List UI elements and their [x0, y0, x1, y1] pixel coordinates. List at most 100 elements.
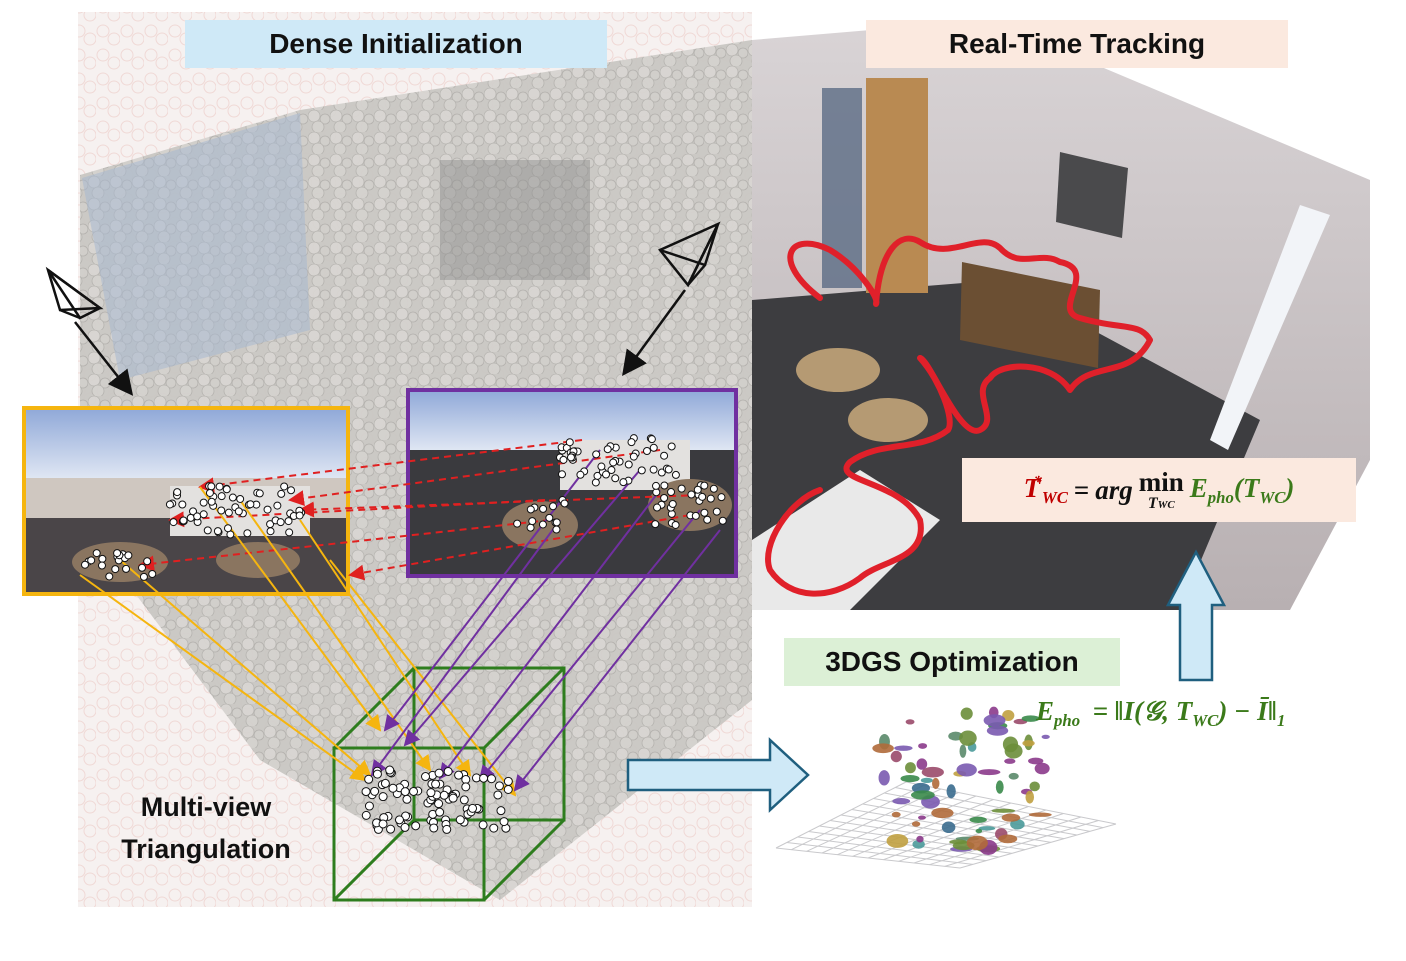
gaussian-ellipsoid [916, 758, 928, 770]
gaussian-ellipsoid [931, 807, 954, 819]
keypoint-dot [207, 497, 216, 506]
tracking-equation: T*WC = arg min TWC Epho(TWC) [962, 458, 1356, 522]
keypoint-dot [607, 466, 616, 475]
keypoint-dot [489, 823, 499, 833]
upward-arrow-icon [1165, 549, 1227, 682]
keypoint-dot [560, 499, 569, 508]
keypoint-dot [565, 438, 574, 447]
gaussian-ellipsoid [894, 745, 913, 751]
keypoint-dot [566, 453, 575, 462]
keypoint-dot [217, 492, 226, 501]
keypoint-dot [709, 484, 718, 493]
gaussian-ellipsoid [959, 730, 977, 746]
feature-correspondences [138, 439, 701, 581]
equation-min-subscript: T [1147, 494, 1158, 512]
flow-arrow-icon [626, 737, 810, 813]
gaussian-ellipsoid [949, 839, 968, 845]
gaussian-ellipsoid [998, 834, 1018, 844]
gaussian-ellipsoid [1022, 740, 1035, 747]
keypoint-dot [266, 527, 275, 536]
gaussian-ellipsoid [912, 839, 925, 849]
keypoint-dot [698, 492, 707, 501]
grid-line [905, 781, 1117, 825]
keypoint-dot [552, 518, 561, 527]
equation-energy-argument-subscript: WC [1259, 487, 1286, 507]
keypoint-dot [426, 788, 436, 798]
real-time-tracking-title: Real-Time Tracking [948, 28, 1206, 59]
pointcloud-painting [440, 160, 590, 280]
gaussian-ellipsoid [966, 835, 988, 851]
keypoint-dot [364, 801, 374, 811]
gaussian-ellipsoid [872, 743, 894, 754]
keypoint-dot [660, 494, 669, 503]
keypoint-dot [273, 501, 282, 510]
keypoint-dot [385, 765, 395, 775]
keypoint-dot [468, 803, 478, 813]
keypoint-dot [372, 769, 382, 779]
gaussian-ellipsoid [1028, 812, 1052, 817]
keypoint-dot [113, 549, 122, 558]
keypoint-dot [148, 569, 157, 578]
keypoint-dot [703, 515, 712, 524]
gaussian-ellipsoid [1041, 734, 1050, 739]
camera-frustum-icon [658, 221, 721, 288]
photometric-norm-open: ‖I(𝒢, T [1114, 696, 1193, 726]
gaussian-ellipsoid [916, 835, 924, 843]
keypoint-dot [660, 451, 669, 460]
equation-energy-subscript: pho [1207, 487, 1234, 507]
gaussian-ellipsoid [959, 744, 967, 758]
gaussian-ellipsoid [920, 777, 933, 784]
keypoint-dot [718, 516, 727, 525]
dense-initialization-banner: Dense Initialization [185, 20, 607, 68]
keypoint-dot [284, 517, 293, 526]
keypoint-dot [435, 807, 445, 817]
keypoint-dot [526, 523, 535, 532]
gaussian-ellipsoid [921, 766, 944, 778]
keypoint-dot [255, 489, 264, 498]
keypoint-dot [687, 490, 696, 499]
keypoint-dot [92, 549, 101, 558]
gaussian-ellipsoid [892, 798, 911, 805]
keypoint-dot [285, 528, 294, 537]
keypoint-dot [378, 792, 388, 802]
keypoint-dot [486, 774, 496, 784]
keypoint-dot [503, 776, 513, 786]
keypoint-dot [277, 489, 286, 498]
gaussian-ellipsoid [1034, 762, 1050, 775]
gaussian-ellipsoid [1002, 709, 1015, 721]
keypoint-dot [434, 768, 444, 778]
keypoint-dot [455, 815, 465, 825]
gaussian-ellipsoid [911, 821, 921, 827]
keypoint-dot [234, 507, 243, 516]
keypoint-dot [400, 822, 410, 832]
gaussian-ellipsoid [890, 750, 902, 763]
keypoint-dot [609, 458, 618, 467]
keypoint-dot [602, 470, 611, 479]
tracking-trajectory [765, 235, 1153, 597]
keypoint-dot [526, 505, 535, 514]
keypoint-dot [361, 810, 371, 820]
right-view-image [406, 388, 738, 578]
pointcloud-window-wall [82, 113, 310, 380]
keypoint-dot [552, 525, 561, 534]
gaussian-ellipsoid [1001, 813, 1021, 822]
gaussian-ground-grid [775, 781, 1117, 869]
equation-pose-subscript: WC [1041, 487, 1068, 507]
left-view-keypoints [81, 482, 306, 581]
keypoint-dot [528, 517, 537, 526]
camera-view-arrow [622, 289, 687, 377]
tracking-right-wall-edge [1210, 205, 1330, 450]
keypoint-dot [664, 465, 673, 474]
keypoint-dot [671, 470, 680, 479]
keypoint-dot [627, 438, 636, 447]
keypoint-dot [276, 518, 285, 527]
triangulation-label-line1: Multi-view [140, 792, 272, 822]
keypoint-dot [386, 824, 396, 834]
right-view-keypoints [513, 434, 727, 534]
tracking-door [866, 78, 928, 293]
keypoint-dot [712, 507, 721, 516]
keypoint-dot [603, 445, 612, 454]
keypoint-dot [549, 502, 558, 511]
